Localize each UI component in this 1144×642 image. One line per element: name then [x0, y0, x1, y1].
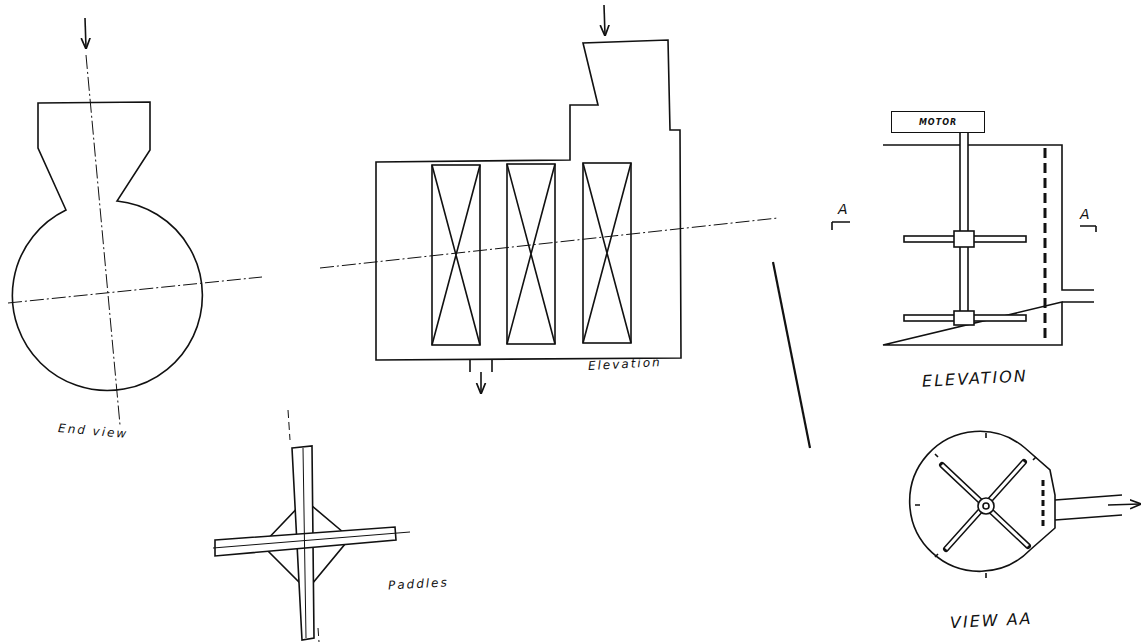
motor-box: MOTOR: [891, 111, 985, 133]
view-caption: End view: [58, 422, 129, 441]
view-caption: ELEVATION: [922, 367, 1029, 390]
plan-view: [910, 431, 1140, 578]
section-marker: [1080, 226, 1096, 232]
motor-label: MOTOR: [919, 118, 957, 127]
paddle-detail: [213, 410, 410, 642]
section-letter: A: [838, 202, 850, 217]
view-caption: Paddles: [388, 576, 449, 592]
section-marker: [832, 222, 850, 230]
view-caption: VIEW AA: [950, 610, 1033, 632]
end-view: [8, 18, 262, 425]
trough-elevation: [320, 5, 778, 393]
view-caption: Elevation: [588, 356, 662, 373]
section-letter: A: [1080, 207, 1092, 222]
separator-line: [773, 262, 810, 448]
vessel-elevation: [883, 132, 1094, 345]
